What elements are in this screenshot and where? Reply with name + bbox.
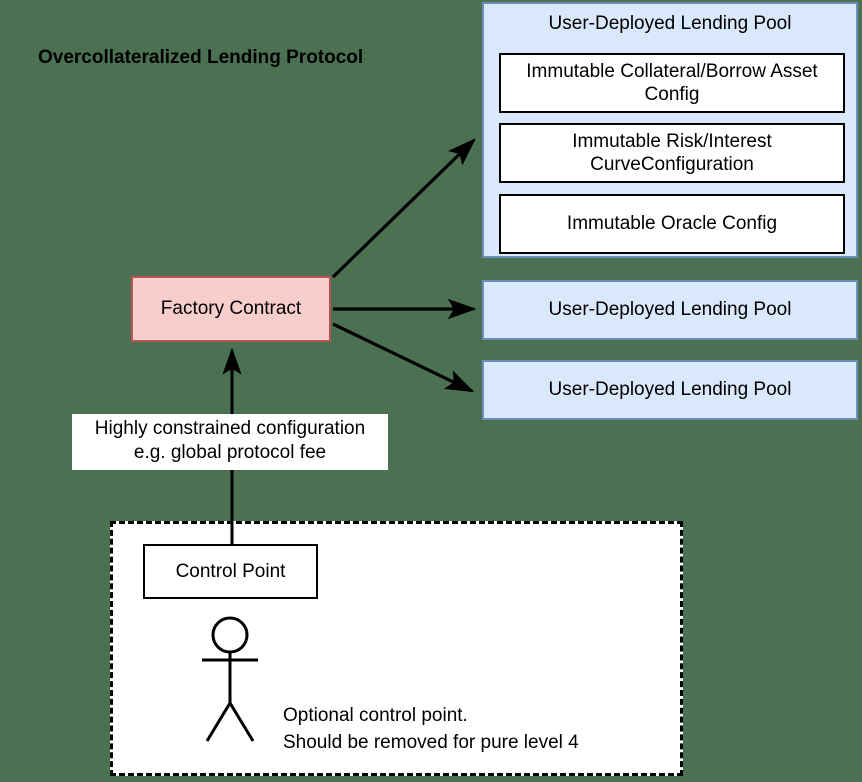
factory-contract-label: Factory Contract	[160, 298, 302, 319]
config-note-line-1: Highly constrained configuration	[94, 418, 366, 439]
lending-pool-3-title: User-Deployed Lending Pool	[548, 379, 792, 400]
arrow-factory-to-pool-3	[332, 322, 475, 393]
diagram-title: Overcollateralized Lending Protocol	[38, 47, 364, 68]
pool-1-config-oracle[interactable]: Immutable Oracle Config	[499, 194, 845, 254]
lending-pool-1[interactable]: User-Deployed Lending Pool Immutable Col…	[482, 2, 858, 258]
pool-1-config-collateral-borrow[interactable]: Immutable Collateral/Borrow Asset Config	[499, 53, 845, 113]
config-note-line-2: e.g. global protocol fee	[133, 442, 327, 464]
lending-pool-2-title: User-Deployed Lending Pool	[548, 299, 792, 320]
config-note-label: Highly constrained configuration e.g. gl…	[72, 414, 388, 470]
lending-pool-1-title: User-Deployed Lending Pool	[548, 13, 792, 34]
factory-contract-box[interactable]: Factory Contract	[131, 276, 331, 342]
pool-1-config-risk-interest-curve[interactable]: Immutable Risk/Interest CurveConfigurati…	[499, 123, 845, 183]
optional-control-point-note: Optional control point. Should be remove…	[283, 705, 579, 753]
lending-pool-3[interactable]: User-Deployed Lending Pool	[482, 360, 858, 420]
control-point-label: Control Point	[175, 560, 286, 582]
control-point-box[interactable]: Control Point	[143, 544, 318, 599]
arrow-factory-to-pool-1	[331, 138, 476, 279]
lending-pool-2[interactable]: User-Deployed Lending Pool	[482, 280, 858, 340]
